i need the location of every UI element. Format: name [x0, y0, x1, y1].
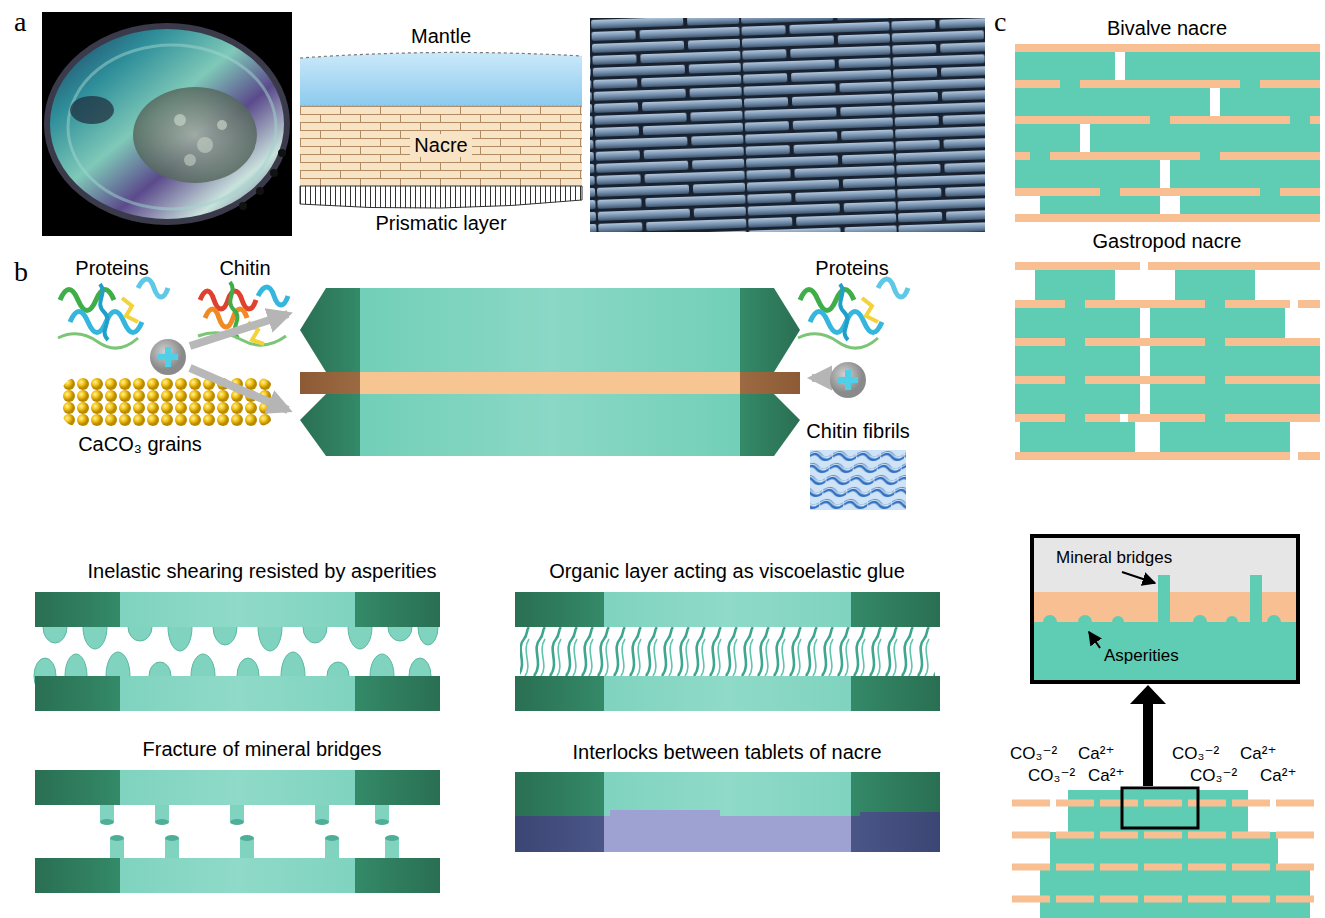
- callout-label: Mineral bridges: [1056, 548, 1172, 568]
- ion-label: CO₃⁻²: [1028, 766, 1075, 786]
- material-label: CaCO₃ grains: [78, 433, 202, 456]
- asperities-mechanism: [34, 592, 440, 711]
- closeup-frame: Mineral bridgesAsperities: [1030, 534, 1300, 684]
- mechanism-title: Organic layer acting as viscoelastic glu…: [549, 560, 905, 583]
- ion-label: Ca²⁺: [1240, 744, 1276, 764]
- mechanism-title: Fracture of mineral bridges: [143, 738, 382, 761]
- material-label: Chitin fibrils: [806, 420, 909, 443]
- panel-letter: c: [994, 6, 1006, 38]
- ion-label: Ca²⁺: [1088, 766, 1124, 786]
- mineral-bridge-closeup: [1034, 538, 1296, 680]
- layer-label: Mantle: [411, 25, 471, 48]
- layer-label: Nacre: [410, 134, 471, 157]
- shell-layers-schematic: [300, 52, 582, 208]
- panel-letter: a: [14, 6, 26, 38]
- panel-letter: b: [14, 256, 28, 288]
- material-label: Proteins: [75, 257, 148, 280]
- panel-title: Bivalve nacre: [1107, 17, 1227, 40]
- mechanism-title: Interlocks between tablets of nacre: [572, 741, 881, 764]
- layer-label: Prismatic layer: [375, 212, 506, 235]
- mineral-bridge-fracture-mechanism: [35, 770, 440, 893]
- ion-label: CO₃⁻²: [1172, 744, 1219, 764]
- ion-label: Ca²⁺: [1260, 766, 1296, 786]
- ion-label: CO₃⁻²: [1010, 744, 1057, 764]
- mechanism-title: Inelastic shearing resisted by asperitie…: [87, 560, 436, 583]
- gastropod-nacre-schematic: [1015, 262, 1320, 460]
- panel-title: Gastropod nacre: [1093, 230, 1242, 253]
- nacre-growth-stack: [1012, 685, 1320, 918]
- callout-label: Asperities: [1104, 646, 1179, 666]
- ion-label: Ca²⁺: [1078, 744, 1114, 764]
- material-label: Proteins: [815, 257, 888, 280]
- tablet-interlock-mechanism: [515, 772, 940, 852]
- viscoelastic-glue-mechanism: [515, 592, 940, 711]
- sem-micrograph: [590, 18, 985, 232]
- ion-label: CO₃⁻²: [1190, 766, 1237, 786]
- nacre-assembly-illustration: [58, 279, 908, 510]
- material-label: Chitin: [219, 257, 270, 280]
- abalone-shell-photo: [42, 12, 292, 236]
- bivalve-nacre-schematic: [1015, 44, 1320, 222]
